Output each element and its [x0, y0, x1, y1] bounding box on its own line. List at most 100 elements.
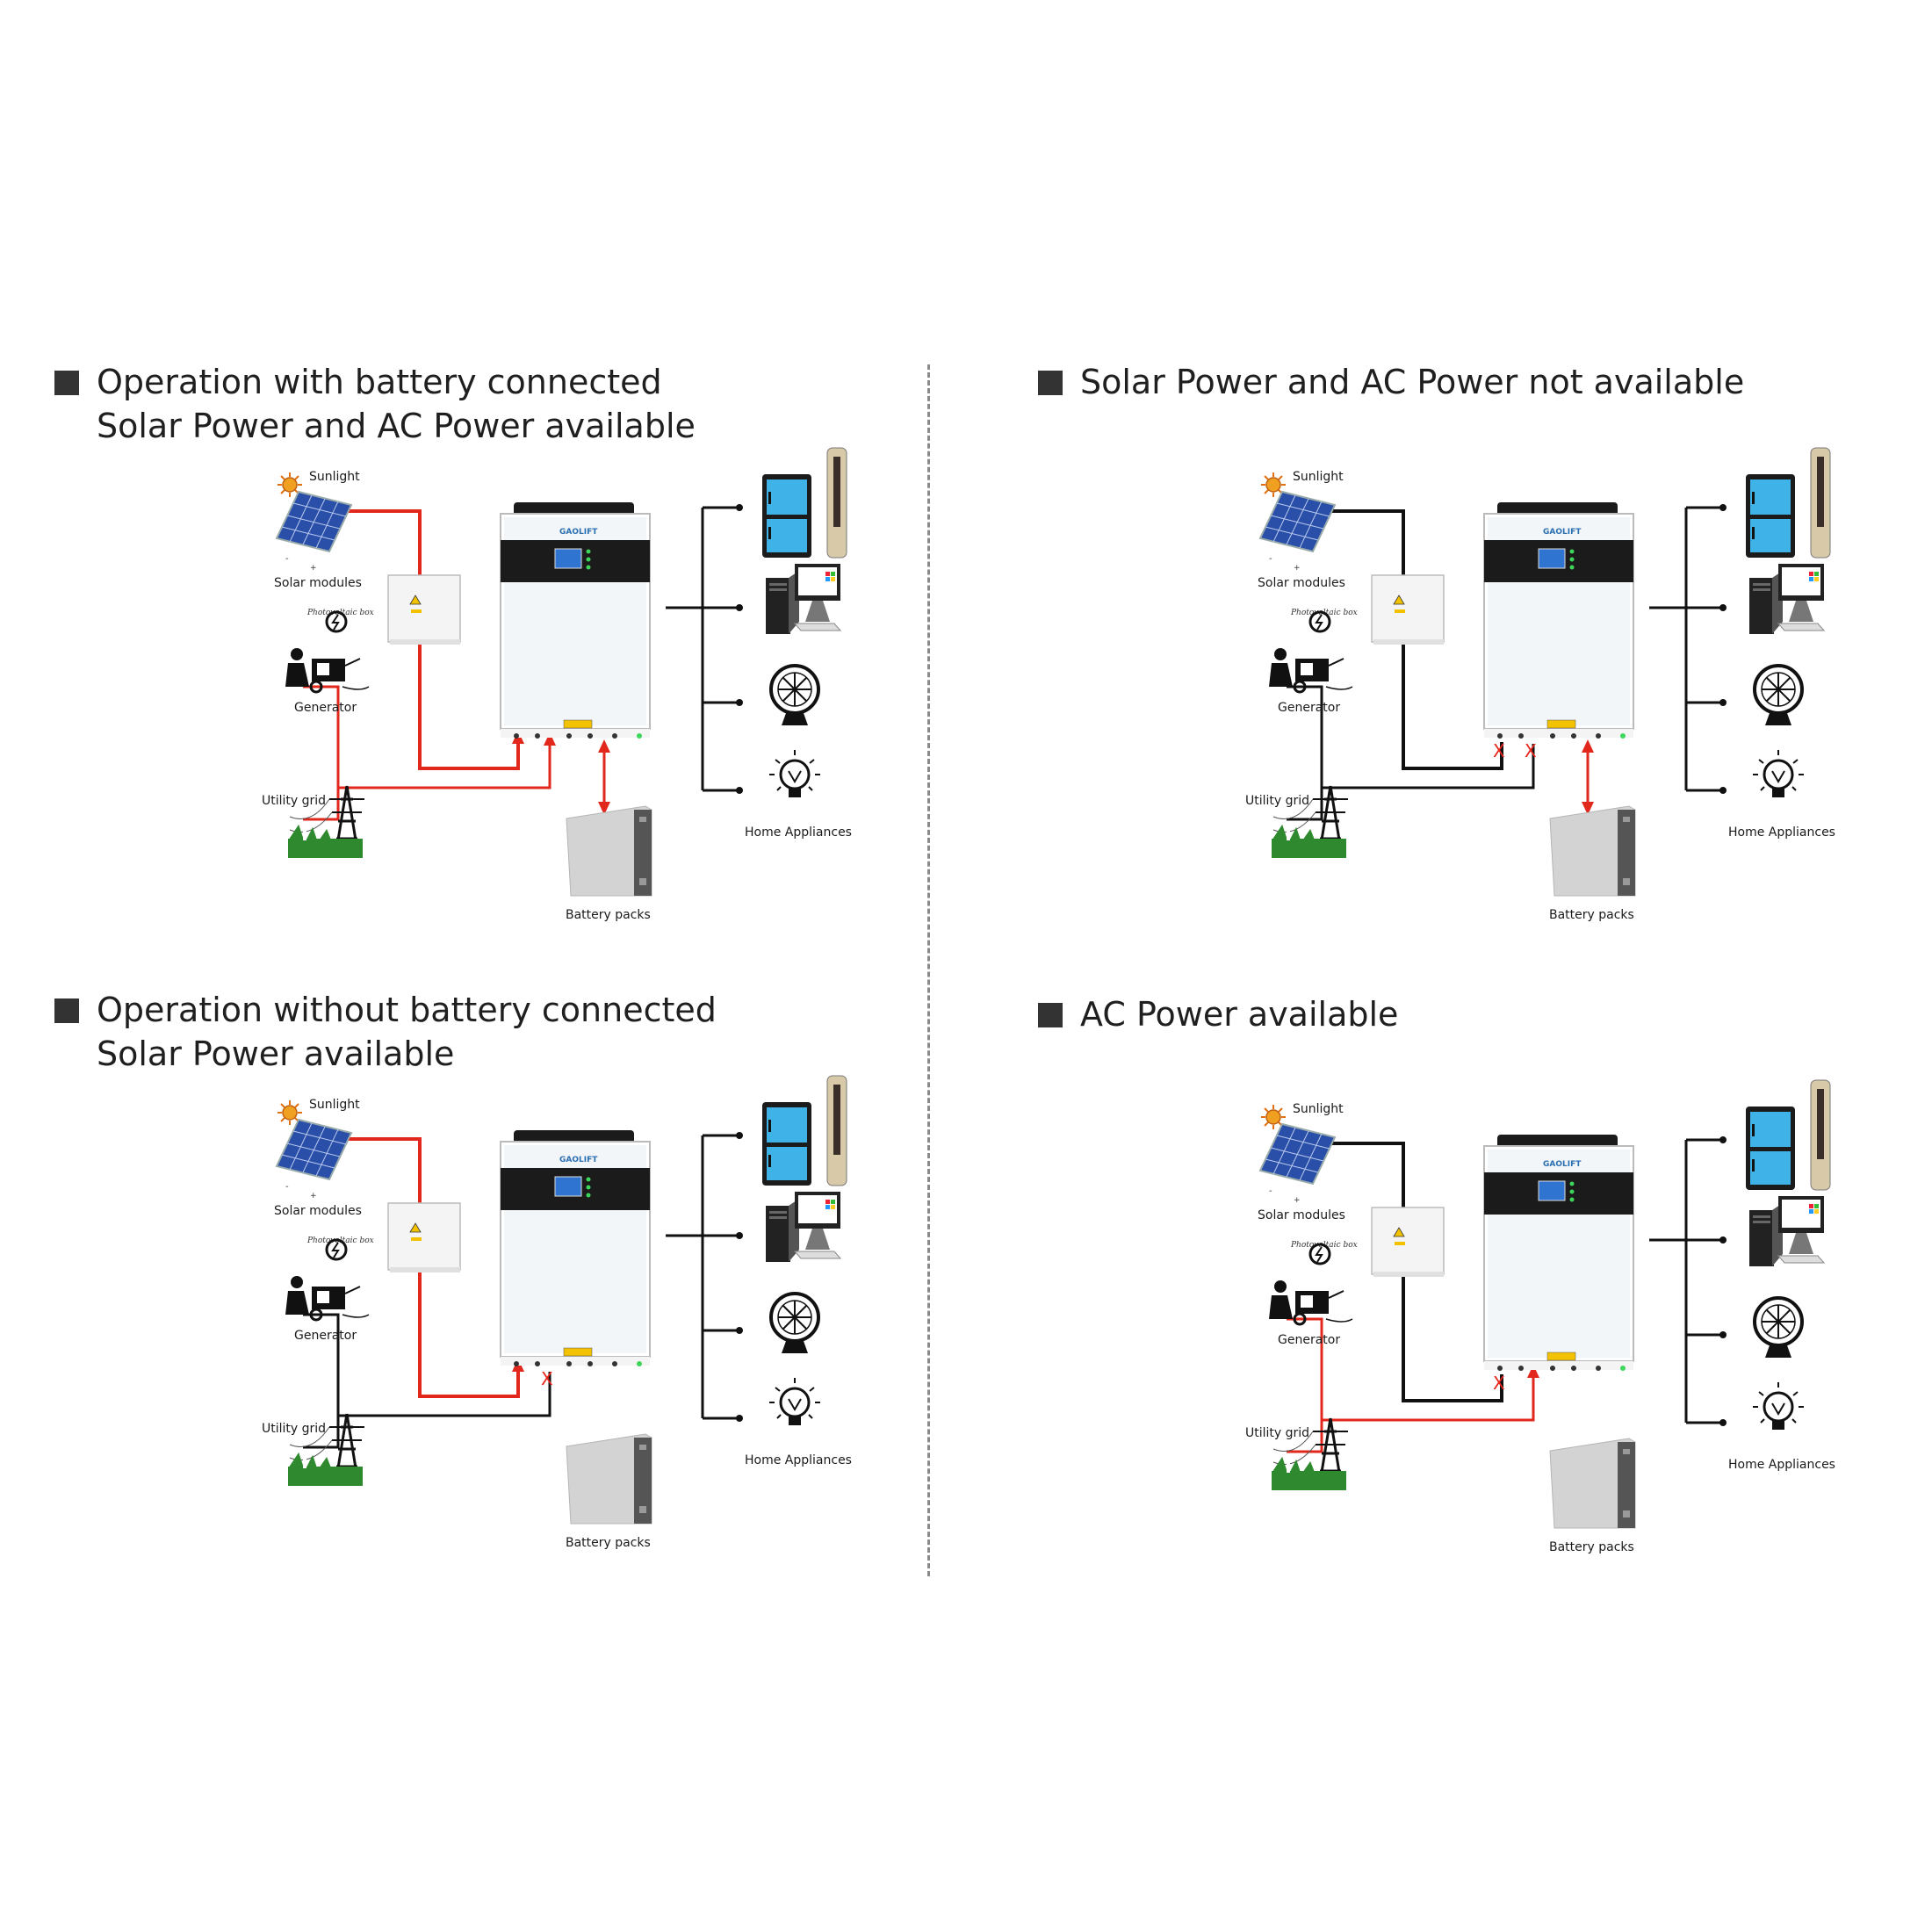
heading-line-1: Operation without battery connected: [97, 991, 717, 1029]
utility-grid-icon: [288, 785, 364, 858]
generator-wire: [1287, 1317, 1323, 1452]
generator-label: Generator: [294, 1329, 357, 1343]
plug-dot: [736, 504, 743, 511]
inverter-brand: GAOLIFT: [559, 1156, 598, 1164]
fan-icon: [1753, 664, 1804, 725]
plug-dot: [736, 604, 743, 611]
plug-dot: [1719, 1331, 1727, 1338]
operation-mode-panel-q4: AC Power available X: [984, 992, 1932, 1625]
generator-icon: [1269, 610, 1353, 694]
generator-wire: [303, 685, 340, 819]
solar-x-mark: X: [1493, 740, 1505, 761]
center-divider: [927, 364, 930, 1576]
desktop-computer-icon: [766, 1192, 842, 1262]
inverter-brand: GAOLIFT: [1543, 1160, 1582, 1169]
solar-wire: [1322, 509, 1503, 770]
light-bulb-icon: [1753, 1382, 1804, 1430]
utility-grid-label: Utility grid: [1245, 794, 1309, 808]
solar-panel-icon: - +: [275, 490, 353, 573]
utility-grid-label: Utility grid: [262, 794, 326, 808]
inverter-brand: GAOLIFT: [559, 528, 598, 537]
plug-dot: [1719, 604, 1727, 611]
plug-dot: [1719, 699, 1727, 706]
heading-text: Solar Power and AC Power not available: [1080, 360, 1744, 404]
sunlight-label: Sunlight: [309, 1098, 360, 1112]
desktop-computer-icon: [1749, 564, 1826, 634]
fan-icon: [769, 664, 820, 725]
photovoltaic-box-icon: [387, 1202, 461, 1272]
svg-text:+: +: [1294, 1196, 1301, 1205]
mode-heading: Operation with battery connected Solar P…: [54, 360, 696, 448]
plug-dot: [1719, 787, 1727, 794]
battery-pack-icon: [1549, 1438, 1636, 1529]
svg-text:-: -: [285, 1182, 289, 1192]
inverter-icon: [500, 502, 651, 739]
solar-x-mark: X: [1493, 1373, 1505, 1394]
plug-dot: [1719, 504, 1727, 511]
wires: X: [1287, 1136, 1727, 1453]
solar-panel-icon: - +: [275, 1118, 353, 1200]
plug-dot: [736, 699, 743, 706]
solar-modules-label: Solar modules: [1258, 576, 1345, 590]
tower-air-conditioner-icon: [826, 447, 847, 559]
ac-x-mark: X: [1525, 740, 1537, 761]
plug-dot: [1719, 1236, 1727, 1244]
generator-wire: [303, 1313, 340, 1447]
grid-wire: [303, 1372, 551, 1449]
refrigerator-icon: [762, 1102, 811, 1186]
home-appliances-label: Home Appliances: [1728, 825, 1835, 840]
refrigerator-icon: [1746, 474, 1795, 558]
svg-text:-: -: [285, 554, 289, 564]
ac-arrow: [544, 732, 556, 746]
desktop-computer-icon: [766, 564, 842, 634]
solar-wire: [1322, 1142, 1503, 1402]
generator-icon: [285, 1238, 370, 1322]
home-appliances-label: Home Appliances: [745, 825, 852, 840]
inverter-icon: [1483, 502, 1634, 739]
photovoltaic-box-icon: [1371, 1207, 1445, 1277]
operation-mode-panel-q1: Operation with battery connected Solar P…: [0, 360, 966, 992]
plug-dot: [736, 1132, 743, 1139]
svg-text:-: -: [1269, 1186, 1272, 1196]
generator-wire: [1287, 685, 1323, 819]
tower-air-conditioner-icon: [1810, 1079, 1831, 1191]
desktop-computer-icon: [1749, 1196, 1826, 1266]
generator-icon: [1269, 1243, 1353, 1326]
solar-modules-label: Solar modules: [274, 576, 362, 590]
battery-arrow-up: [598, 739, 610, 753]
heading-bullet: [1038, 371, 1063, 395]
utility-grid-icon: [1272, 1417, 1348, 1490]
heading-line-1: AC Power available: [1080, 995, 1399, 1034]
battery-packs-label: Battery packs: [566, 1536, 651, 1550]
solar-modules-label: Solar modules: [1258, 1208, 1345, 1222]
battery-arrow-down: [1582, 802, 1594, 815]
generator-icon: [285, 610, 370, 694]
generator-label: Generator: [294, 701, 357, 715]
operation-mode-panel-q3: Operation without battery connected Sola…: [0, 988, 966, 1620]
sunlight-label: Sunlight: [1293, 470, 1344, 484]
battery-arrow-down: [598, 802, 610, 815]
sun-icon: [1261, 1105, 1286, 1129]
operation-mode-panel-q2: Solar Power and AC Power not available X…: [984, 360, 1932, 992]
grid-wire: [303, 744, 551, 821]
heading-text: Operation with battery connected Solar P…: [97, 360, 696, 448]
light-bulb-icon: [1753, 750, 1804, 797]
heading-line-1: Solar Power and AC Power not available: [1080, 363, 1745, 401]
solar-wire: [338, 509, 520, 770]
heading-line-2: Solar Power available: [97, 1034, 455, 1073]
plug-dot: [1719, 1419, 1727, 1426]
wiring-diagram: X: [1245, 1079, 1835, 1554]
heading-bullet: [54, 998, 79, 1023]
refrigerator-icon: [1746, 1107, 1795, 1190]
mode-heading: Operation without battery connected Sola…: [54, 988, 717, 1076]
home-appliances-label: Home Appliances: [745, 1453, 852, 1467]
wiring-diagram: Sunlight - + Solar modules: [262, 447, 852, 922]
battery-pack-icon: [566, 805, 652, 897]
refrigerator-icon: [762, 474, 811, 558]
heading-bullet: [54, 371, 79, 395]
plug-dot: [736, 1415, 743, 1422]
svg-text:-: -: [1269, 554, 1272, 564]
inverter-icon: [1483, 1135, 1634, 1371]
generator-label: Generator: [1278, 1333, 1340, 1347]
heading-line-1: Operation with battery connected: [97, 363, 662, 401]
